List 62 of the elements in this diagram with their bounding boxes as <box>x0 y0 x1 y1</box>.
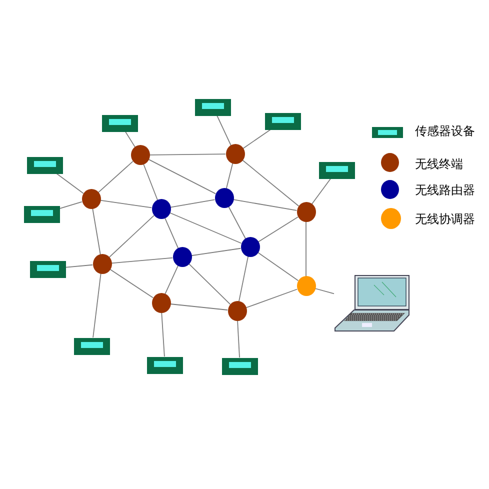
link-line <box>311 178 332 205</box>
link-line <box>60 201 82 209</box>
link-line <box>170 199 216 208</box>
link-line <box>188 263 231 305</box>
link-line <box>228 206 246 240</box>
node-circle <box>130 145 150 165</box>
link-line <box>170 304 228 310</box>
link-line <box>216 115 232 146</box>
link-line <box>100 200 152 208</box>
link-line <box>169 212 242 244</box>
link-line <box>161 312 165 357</box>
link-line <box>92 208 101 256</box>
link-line <box>108 215 154 258</box>
node-circle <box>152 199 170 219</box>
link-line <box>98 160 134 194</box>
legend-label: 无线终端 <box>415 157 463 171</box>
sensor-box <box>30 260 66 278</box>
node-circle <box>226 144 244 164</box>
link-line <box>66 264 93 268</box>
link-line <box>258 216 298 242</box>
sensor-box <box>74 338 110 354</box>
legend-label: 传感器设备 <box>415 124 475 138</box>
link-line <box>92 272 102 338</box>
link-line <box>226 162 234 190</box>
link-line <box>164 265 178 295</box>
sensor-box <box>265 112 301 130</box>
link-line <box>238 256 249 302</box>
sensor-box <box>102 114 138 132</box>
link-line <box>124 131 136 148</box>
node-circle <box>296 276 316 296</box>
link-line <box>242 129 272 150</box>
node-circle <box>92 254 112 274</box>
node-circle <box>214 188 234 208</box>
link-line <box>190 248 242 256</box>
sensor-box <box>319 162 355 178</box>
link-line <box>245 288 298 308</box>
legend-label: 无线路由器 <box>415 183 475 197</box>
sensor-box <box>195 98 231 116</box>
legend-label: 无线协调器 <box>415 212 475 226</box>
node-circle <box>172 247 192 267</box>
sensor-box <box>24 206 60 222</box>
link-line <box>109 268 154 298</box>
node-circle <box>296 202 316 222</box>
node-circle <box>152 293 170 313</box>
node-circle <box>82 189 100 209</box>
link-line <box>143 163 158 201</box>
link-line <box>56 173 84 194</box>
link-line <box>232 199 298 211</box>
link-line <box>148 158 216 194</box>
link-line <box>314 288 334 294</box>
link-line <box>149 154 226 156</box>
node-circle <box>228 301 246 321</box>
link-line <box>111 257 173 264</box>
node-circle <box>240 237 260 257</box>
link-line <box>164 217 179 249</box>
sensor-box <box>147 356 183 374</box>
sensor-box <box>27 156 63 174</box>
laptop-drawing <box>334 275 410 333</box>
sensor-box <box>222 358 258 374</box>
link-line <box>257 252 299 282</box>
link-line <box>242 160 300 206</box>
link-line <box>237 320 240 358</box>
